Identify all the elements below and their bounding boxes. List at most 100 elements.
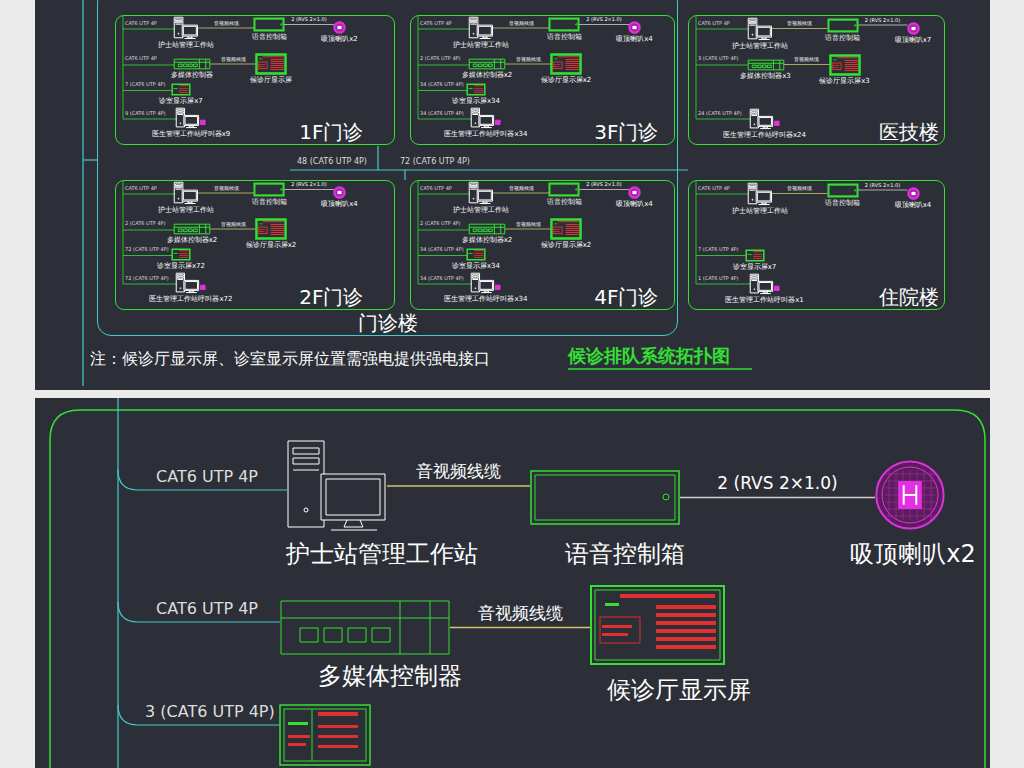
device-node: 多媒体控制器x2	[469, 224, 505, 234]
device-label: 诊室显示屏x72	[157, 262, 205, 270]
trunk-line	[82, 0, 83, 386]
cable-label: CAT6 UTP 4P	[698, 20, 730, 26]
floor-trunk	[418, 181, 419, 284]
area-title: 3F门诊	[594, 120, 658, 144]
area-box: 住院楼护士站管理工作站语音控制箱吸顶喇叭x4诊室显示屏x7医生管理工作站呼叫器x…	[688, 180, 945, 310]
cable-connector	[579, 24, 629, 25]
branch-line	[118, 602, 280, 622]
detail-outline	[50, 410, 985, 768]
cable-label: 72 (CAT6 UTP 4P)	[125, 275, 169, 281]
ws-icon	[174, 182, 198, 204]
cable-connector	[210, 64, 256, 65]
branch-line	[418, 65, 470, 66]
device-node: 医生管理工作站呼叫器x34	[471, 108, 501, 128]
mm-icon	[280, 600, 450, 655]
device-label: 护士站管理工作站	[158, 206, 214, 214]
voice-icon	[828, 19, 858, 32]
cable-connector	[784, 64, 830, 65]
cable-label: 2 (RVS 2×1.0)	[584, 17, 623, 23]
voice-icon	[828, 184, 858, 197]
branch-line	[418, 194, 470, 195]
spk-icon	[334, 22, 345, 33]
voice-icon	[530, 470, 680, 525]
device-node: 护士站管理工作站	[469, 182, 493, 204]
voice-icon	[254, 183, 284, 196]
cable-connector	[858, 190, 908, 191]
device-label: 医生管理工作站呼叫器x34	[444, 130, 527, 138]
mm-icon	[174, 59, 210, 69]
device-node: 多媒体控制器x3	[748, 60, 784, 70]
hall-icon	[551, 54, 581, 74]
cable-label: 34 (CAT6 UTP 4P)	[420, 110, 464, 116]
room-display-icon	[280, 705, 370, 765]
title-underline	[568, 368, 752, 370]
mm-icon	[748, 60, 784, 70]
device-label: 候诊厅显示屏	[607, 676, 751, 705]
cable-connector	[505, 229, 551, 230]
cable-label: 音视频线缆	[514, 57, 543, 63]
branch-line	[418, 119, 472, 120]
cable-label: 2 (CAT6 UTP 4P)	[125, 220, 166, 226]
mm-icon	[174, 224, 210, 234]
cable-label: 音视频线缆	[514, 222, 543, 228]
cable-connector	[198, 193, 254, 194]
device-node: 护士站管理工作站	[748, 183, 772, 205]
cable-label: 音视频线缆	[212, 186, 241, 192]
branch-line	[123, 119, 177, 120]
device-node: 吸顶喇叭x4	[629, 187, 640, 198]
device-node: 诊室显示屏x7	[746, 250, 764, 261]
device-label: 诊室显示屏x7	[733, 263, 777, 271]
branch-line	[123, 284, 177, 285]
device-label: 诊室显示屏x34	[452, 97, 500, 105]
cable-label: 72 (CAT6 UTP 4P)	[400, 157, 470, 167]
device-node: 多媒体控制器x2	[174, 224, 210, 234]
room-icon	[467, 249, 485, 260]
branch-line	[696, 65, 748, 66]
cable-label: 音视频线缆	[212, 21, 241, 27]
hall-icon	[256, 54, 286, 74]
device-label: 诊室显示屏x7	[159, 97, 203, 105]
cable-label: CAT6 UTP 4P	[698, 185, 730, 191]
branch-line	[418, 255, 468, 256]
branch-line	[418, 230, 470, 231]
cable-label: 7 (CAT6 UTP 4P)	[698, 246, 739, 252]
floor-trunk	[696, 181, 697, 284]
area-title: 门诊楼	[358, 311, 418, 335]
cable-label: 音视频线缆	[785, 21, 814, 27]
device-label: 候诊厅显示屏x2	[541, 241, 592, 249]
branch-line	[696, 284, 750, 285]
branch-line	[696, 119, 750, 120]
device-label: 医生管理工作站呼叫器x34	[444, 295, 527, 303]
device-label: 吸顶喇叭x7	[895, 36, 932, 44]
cable-label: 音视频线缆	[792, 57, 821, 63]
diagram-title: 候诊排队系统拓扑图	[568, 345, 730, 367]
branch-line	[696, 255, 746, 256]
device-node: 护士站管理工作站	[287, 440, 387, 532]
device-label: 候诊厅显示屏	[250, 76, 292, 84]
doc-icon	[471, 108, 501, 128]
cable-connector	[772, 28, 828, 29]
device-node: 医生管理工作站呼叫器x9	[176, 108, 206, 128]
branch-line	[418, 90, 468, 91]
cable-connector	[579, 189, 629, 190]
device-node: 吸顶喇叭x4	[334, 187, 345, 198]
spk-icon	[629, 187, 640, 198]
area-title: 医技楼	[879, 120, 939, 144]
room-icon	[467, 84, 485, 95]
ws-icon	[287, 440, 387, 532]
device-node: 语音控制箱	[828, 19, 858, 32]
device-label: 护士站管理工作站	[732, 207, 788, 215]
cable-label: CAT6 UTP 4P	[125, 55, 157, 61]
device-node: 多媒体控制器	[174, 59, 210, 69]
cable-label: 2 (RVS 2×1.0)	[584, 182, 623, 188]
device-node: 护士站管理工作站	[469, 17, 493, 39]
device-label: 吸顶喇叭x4	[321, 200, 358, 208]
floor-trunk	[696, 16, 697, 119]
device-label: 多媒体控制器	[318, 662, 462, 691]
cable-label: CAT6 UTP 4P	[125, 185, 157, 191]
device-label: 吸顶喇叭x2	[321, 35, 358, 43]
cable-label: CAT6 UTP 4P	[156, 467, 258, 486]
cable-label: 9 (CAT6 UTP 4P)	[125, 110, 166, 116]
cable-label: 24 (CAT6 UTP 4P)	[698, 110, 742, 116]
